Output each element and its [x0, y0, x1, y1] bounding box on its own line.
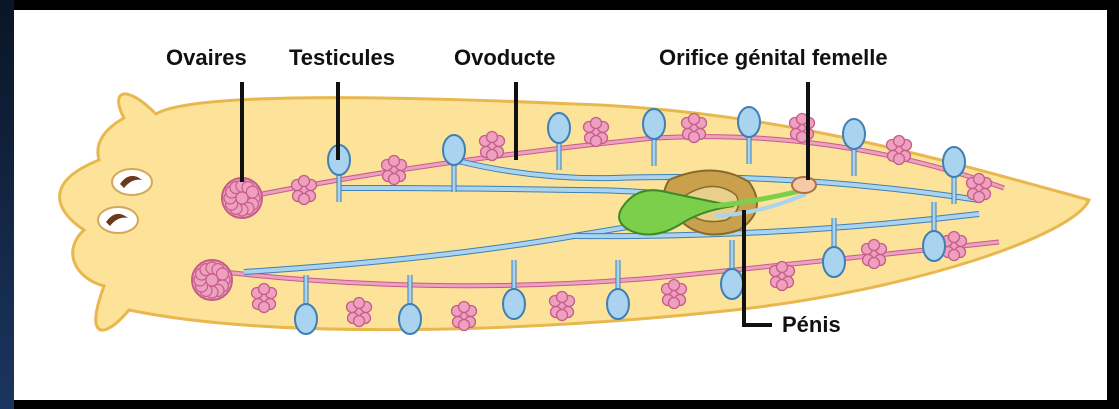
label-ovoducte: Ovoducte	[454, 46, 555, 70]
vitelline-gland	[862, 240, 887, 269]
testis	[643, 109, 665, 139]
testis	[721, 269, 743, 299]
vitelline-gland	[887, 136, 912, 165]
ovary	[192, 260, 232, 300]
vitelline-gland	[480, 132, 505, 161]
ovary	[222, 178, 262, 218]
vitelline-gland	[452, 302, 477, 331]
testis	[607, 289, 629, 319]
testis	[295, 304, 317, 334]
vitelline-gland	[584, 118, 609, 147]
screen-edge	[0, 0, 14, 409]
testis	[548, 113, 570, 143]
vitelline-gland	[252, 284, 277, 313]
label-testicules: Testicules	[289, 46, 395, 70]
vitelline-gland	[682, 114, 707, 143]
testis	[443, 135, 465, 165]
vitelline-gland	[347, 298, 372, 327]
vitelline-gland	[967, 174, 992, 203]
testis	[738, 107, 760, 137]
testis	[843, 119, 865, 149]
vitelline-gland	[790, 114, 815, 143]
testis	[399, 304, 421, 334]
vitelline-gland	[662, 280, 687, 309]
vitelline-gland	[292, 176, 317, 205]
testis	[943, 147, 965, 177]
label-orifice-genital-femelle: Orifice génital femelle	[659, 46, 888, 70]
label-penis: Pénis	[782, 313, 841, 337]
testis	[823, 247, 845, 277]
vitelline-gland	[550, 292, 575, 321]
testis	[503, 289, 525, 319]
vitelline-gland	[770, 262, 795, 291]
genital-pore	[792, 177, 816, 193]
vitelline-gland	[382, 156, 407, 185]
testis	[923, 231, 945, 261]
diagram-canvas: Ovaires Testicules Ovoducte Orifice géni…	[14, 10, 1107, 400]
label-ovaires: Ovaires	[166, 46, 247, 70]
